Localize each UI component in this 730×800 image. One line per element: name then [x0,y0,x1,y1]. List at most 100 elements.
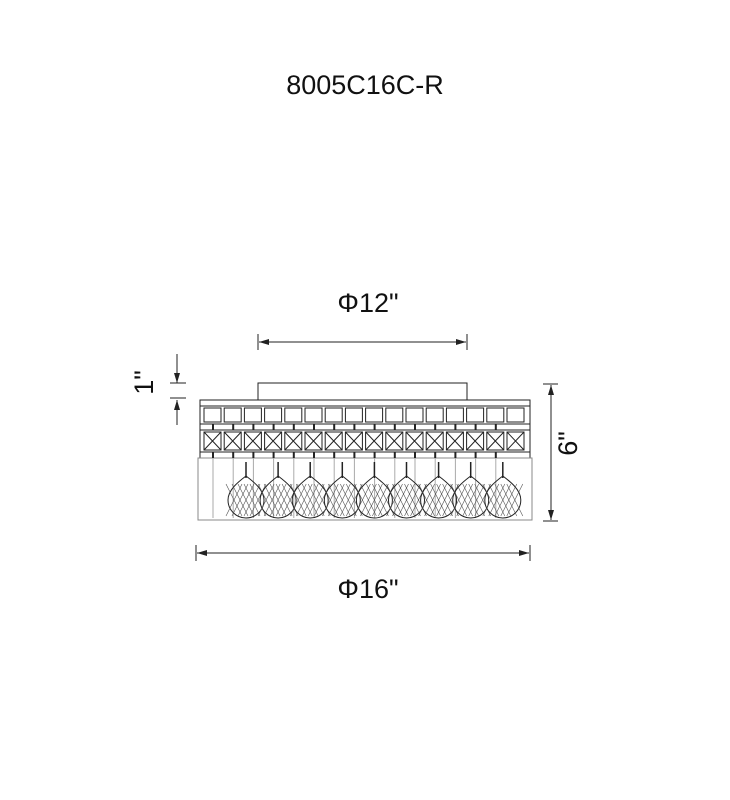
crystal-square [405,407,424,423]
canopy-diameter-label: Φ12" [337,288,399,318]
crystal-ball [387,475,426,519]
crystal-square [324,407,343,423]
crystal-square [223,407,242,423]
crystal-prism [425,431,444,451]
crystal-prism [486,431,505,451]
crystal-prism [405,431,424,451]
canopy [257,382,468,401]
crystal-ball [259,475,297,519]
facet [398,483,415,517]
facet [386,483,403,517]
crystal-x [506,431,525,451]
facet [269,483,287,517]
crystal-ball [227,475,265,519]
facet [263,483,281,517]
crystal-x [385,431,404,451]
crystal-prism [264,431,283,451]
facet [275,483,293,517]
crystal-ball [484,475,522,519]
crystal-x [304,431,323,451]
crystal-square [264,407,283,423]
crystal-ball [452,475,490,519]
crystal-square [425,407,444,423]
facet [494,483,512,517]
facet [404,483,421,517]
crystal-ball [355,475,393,519]
crystal-prism [466,431,485,451]
facet [468,483,485,517]
facet [450,483,467,517]
facet [334,483,351,517]
crystal-x [486,431,505,451]
crystal-square [445,407,464,423]
crystal-x [425,431,444,451]
crystal-ball [323,475,361,519]
facet [500,483,518,517]
crystal-prism [203,431,222,451]
facet [225,483,243,517]
crystal-square [243,407,262,423]
facet [436,483,453,517]
crystal-x [264,431,282,451]
model-number-title: 8005C16C-R [286,70,444,100]
facet [243,483,261,517]
facet [424,483,441,517]
crystal-prism [365,431,384,451]
crystal-prism [385,431,404,451]
facet [322,483,339,517]
facet [506,483,524,517]
crystal-x [324,431,343,451]
fixture-body [197,399,533,521]
crystal-square [304,407,323,423]
crystal-x [284,431,303,451]
dimension-lines [170,334,558,561]
facet [430,483,447,517]
crystal-prism [506,431,525,451]
facet [301,483,319,517]
facet [295,483,313,517]
facet [237,483,255,517]
facet [289,483,307,517]
crystal-x [244,431,262,451]
facet [328,483,345,517]
crystal-ball [420,475,458,519]
crystal-prism [324,431,343,451]
facet [340,483,357,517]
crystal-prism [304,431,323,451]
crystal-prism [344,431,363,451]
crystal-x [365,431,383,451]
crystal-square [344,407,363,423]
crystal-prism [284,431,303,451]
crystal-square [365,407,384,423]
facet [488,483,506,517]
crystal-square [506,407,525,423]
facet [392,483,409,517]
facet [372,483,389,517]
crystal-x [466,431,484,451]
facet [307,483,325,517]
crystal-x [203,431,222,451]
facet [482,483,500,517]
crystal-prism [223,431,242,451]
crystal-ball [291,475,329,519]
crystal-square [385,407,404,423]
crystal-prism [243,431,262,451]
facet [456,483,473,517]
crystal-x [345,431,363,451]
facet [354,483,371,517]
crystal-x [223,431,242,451]
crystal-square [284,407,303,423]
facet [462,483,479,517]
facet [418,483,435,517]
facet [360,483,377,517]
crystal-x [405,431,424,451]
crystal-x [446,431,464,451]
facet [231,483,249,517]
crystal-square [486,407,505,423]
fixture-diameter-label: Φ16" [337,574,399,604]
crystal-square [466,407,485,423]
crystal-square [203,407,222,423]
crystal-prism [445,431,464,451]
facet [366,483,383,517]
